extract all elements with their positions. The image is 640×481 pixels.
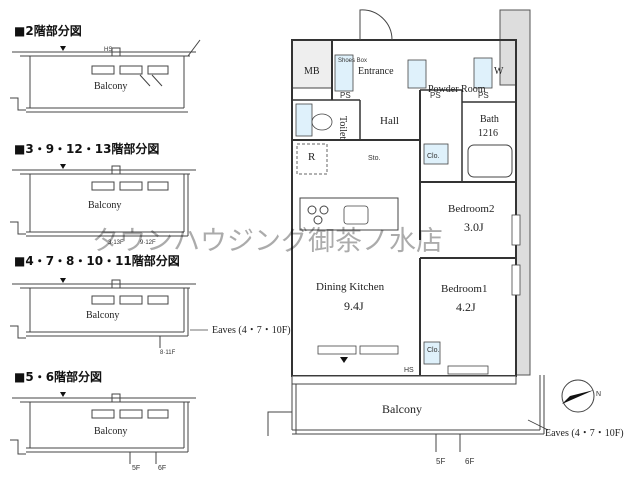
compass-n-label: N <box>596 391 601 398</box>
ps-label-2: PS <box>430 91 441 100</box>
hs-label: HS <box>404 367 414 374</box>
ps-label-1: PS <box>340 91 351 100</box>
floor-6f-label: 6F <box>465 457 474 466</box>
balcony-label-main: Balcony <box>382 402 422 416</box>
closet-label-1: Clo. <box>427 153 440 160</box>
main-plan-structure <box>267 9 545 452</box>
eaves-label-main: Eaves (4・7・10F) <box>545 428 624 439</box>
ps-label-3: PS <box>478 91 489 100</box>
dining-kitchen-label: Dining Kitchen <box>316 281 385 293</box>
dining-kitchen-size: 9.4J <box>344 299 364 313</box>
toilet-label: Toilet <box>337 116 348 139</box>
floor-3-9-12-13-header: ■3・9・12・13階部分図 <box>14 142 160 156</box>
eaves-label-small: Eaves (4・7・10F) <box>212 325 291 336</box>
variant-floor-2 <box>10 39 201 113</box>
balcony-label-floor-2: Balcony <box>94 81 127 92</box>
variant-floor-3-9-12-13 <box>10 165 196 237</box>
floor-4-7-8-10-11-header: ■4・7・8・10・11階部分図 <box>14 254 180 268</box>
bedroom1-size: 4.2J <box>456 300 476 314</box>
watermark: タウンハウジング御茶ノ水店 <box>92 226 443 257</box>
mb-label: MB <box>304 66 320 77</box>
bath-size: 1216 <box>478 128 498 139</box>
compass-icon <box>561 379 595 413</box>
shoes-box-label: Shoes Box <box>338 58 367 64</box>
w-label: W <box>494 66 504 77</box>
floor-5-6-header: ■5・6階部分図 <box>14 370 103 384</box>
balcony-label-floor-5: Balcony <box>94 426 127 437</box>
powder-room-label: Powder Room <box>428 84 486 95</box>
svg-text:HS: HS <box>104 47 112 53</box>
balcony-label-floor-3: Balcony <box>88 200 121 211</box>
variant-floor-4-7-8-10-11 <box>10 279 196 348</box>
floor-5f-label: 5F <box>436 457 445 466</box>
sub-label-8-11f: 8·11F <box>160 350 176 356</box>
balcony-label-floor-4: Balcony <box>86 310 119 321</box>
closet-label-2: Clo. <box>427 347 440 354</box>
bedroom2-label: Bedroom2 <box>448 203 494 215</box>
fridge-label: R <box>308 151 316 163</box>
hall-label: Hall <box>380 115 399 127</box>
main-door-marker <box>340 357 348 363</box>
variant-floor-5-6 <box>10 393 196 464</box>
sub-label-5f: 5F <box>132 465 140 472</box>
entrance-label: Entrance <box>358 66 394 77</box>
sub-label-9-12f: 9·12F <box>140 240 156 246</box>
sub-label-3-13f: 3·13F <box>108 240 124 246</box>
sub-label-6f: 6F <box>158 465 166 472</box>
bedroom2-size: 3.0J <box>464 220 484 234</box>
bath-label: Bath <box>480 114 499 125</box>
door-marker <box>60 46 66 51</box>
bedroom1-label: Bedroom1 <box>441 283 487 295</box>
floor-2-header: ■2階部分図 <box>14 24 82 38</box>
storage-label: Sto. <box>368 155 381 162</box>
